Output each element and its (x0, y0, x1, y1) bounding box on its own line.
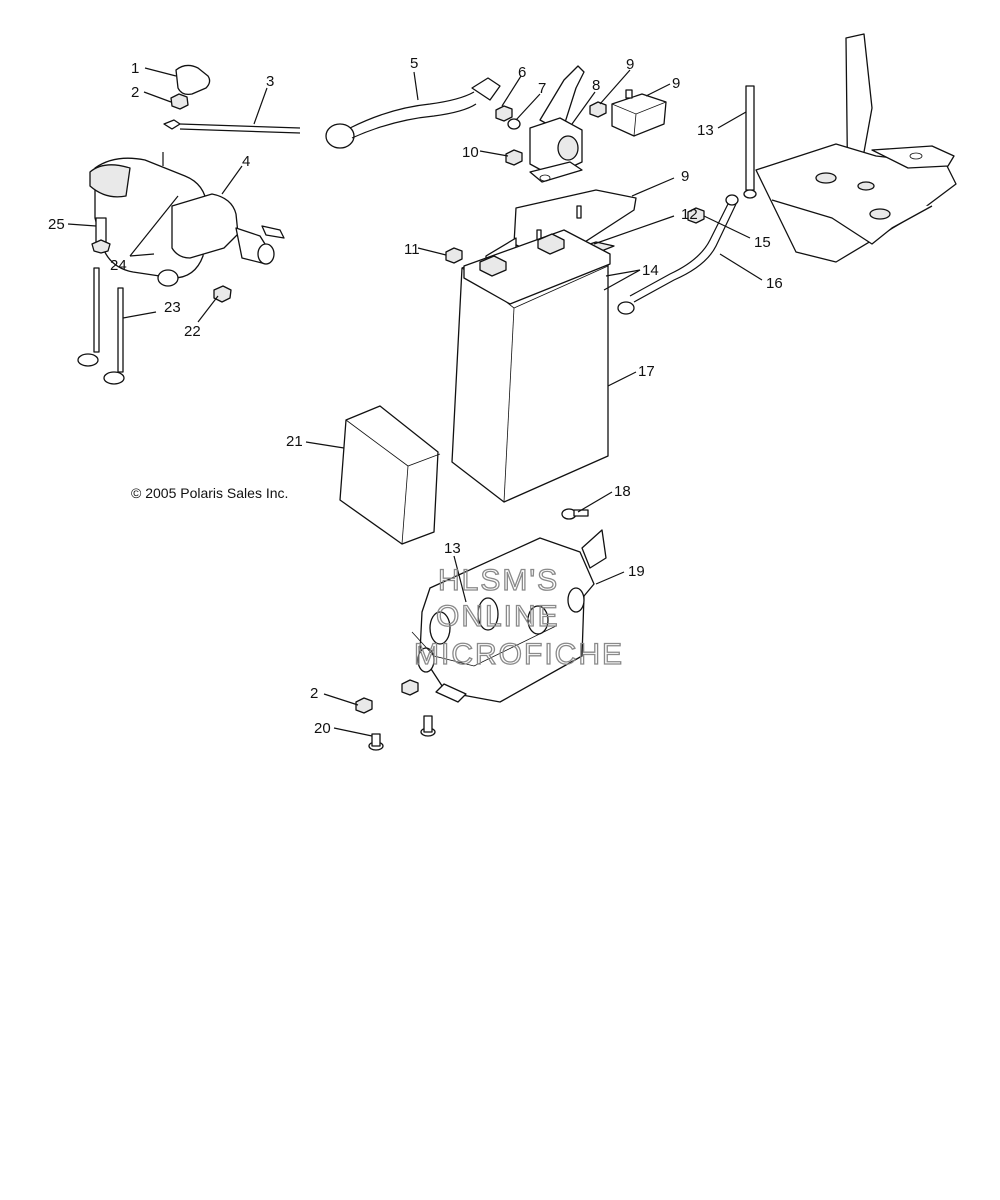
cable-16 (617, 194, 739, 315)
nut-9-low (445, 247, 463, 264)
starter-cable (163, 119, 301, 134)
callout-16: 16 (766, 275, 783, 292)
callout-3: 3 (266, 73, 274, 90)
screw-20b (420, 715, 436, 737)
cable-11 (743, 85, 757, 199)
nut-2a (170, 93, 189, 110)
screw-20 (368, 733, 384, 751)
watermark: HLSM'S ONLINE MICROFICHE (413, 563, 624, 671)
solenoid (529, 65, 585, 183)
callout-7: 7 (538, 80, 546, 97)
callout-22: 22 (184, 323, 201, 340)
frame (755, 33, 957, 263)
callout-23: 23 (164, 299, 181, 316)
bolt-25 (91, 217, 111, 254)
nut-2-tray (401, 679, 419, 696)
nut-15 (687, 207, 705, 224)
callout-21: 21 (286, 433, 303, 450)
bolt-22 (213, 285, 232, 303)
cable-tie-right (103, 287, 125, 385)
solenoid-cable (325, 77, 501, 149)
callout-11: 13 (697, 122, 714, 139)
starter-motor (89, 152, 275, 287)
pad-21 (339, 405, 441, 545)
nut-9-mid (505, 149, 523, 166)
callout-9-mid: 10 (462, 144, 479, 161)
relay-10 (611, 89, 667, 137)
callout-2: 2 (131, 84, 139, 101)
callout-19: 19 (628, 563, 645, 580)
callout-10: 9 (672, 75, 680, 92)
callout-15: 15 (754, 234, 771, 251)
callout-12: 9 (681, 168, 689, 185)
washer-7 (507, 118, 521, 130)
callout-18: 18 (614, 483, 631, 500)
callout-labels: 1 2 3 4 25 24 23 22 5 6 7 8 9 9 10 9 12 … (48, 55, 783, 737)
nut-9-top (589, 101, 607, 118)
callout-20: 20 (314, 720, 331, 737)
callout-14: 14 (642, 262, 659, 279)
callout-6: 6 (518, 64, 526, 81)
tray-19 (411, 529, 607, 703)
watermark-line-2: ONLINE (436, 600, 560, 633)
callout-17: 17 (638, 363, 655, 380)
watermark-line-3: MICROFICHE (414, 638, 624, 671)
copyright-text: © 2005 Polaris Sales Inc. (131, 485, 288, 501)
screw-18 (561, 508, 589, 520)
terminal-boot (175, 64, 211, 96)
callout-1: 1 (131, 60, 139, 77)
battery-17 (451, 229, 611, 503)
callout-24: 24 (110, 257, 127, 274)
watermark-line-1: HLSM'S (438, 564, 559, 597)
callout-13-bottom: 13 (444, 540, 461, 557)
callout-9-low: 11 (404, 241, 420, 258)
callout-5: 5 (410, 55, 418, 72)
nut-2-bottom (355, 697, 373, 714)
callout-8: 8 (592, 77, 600, 94)
callout-2-bottom: 2 (310, 685, 318, 702)
nut-6 (495, 105, 513, 122)
callout-25: 25 (48, 216, 65, 233)
leader-lines (67, 67, 763, 737)
callout-13-top: 12 (681, 206, 698, 223)
callout-4: 4 (242, 153, 250, 170)
callout-9-top: 9 (626, 56, 634, 73)
cable-tie-left (77, 267, 100, 367)
bolt-24-right (261, 225, 285, 239)
